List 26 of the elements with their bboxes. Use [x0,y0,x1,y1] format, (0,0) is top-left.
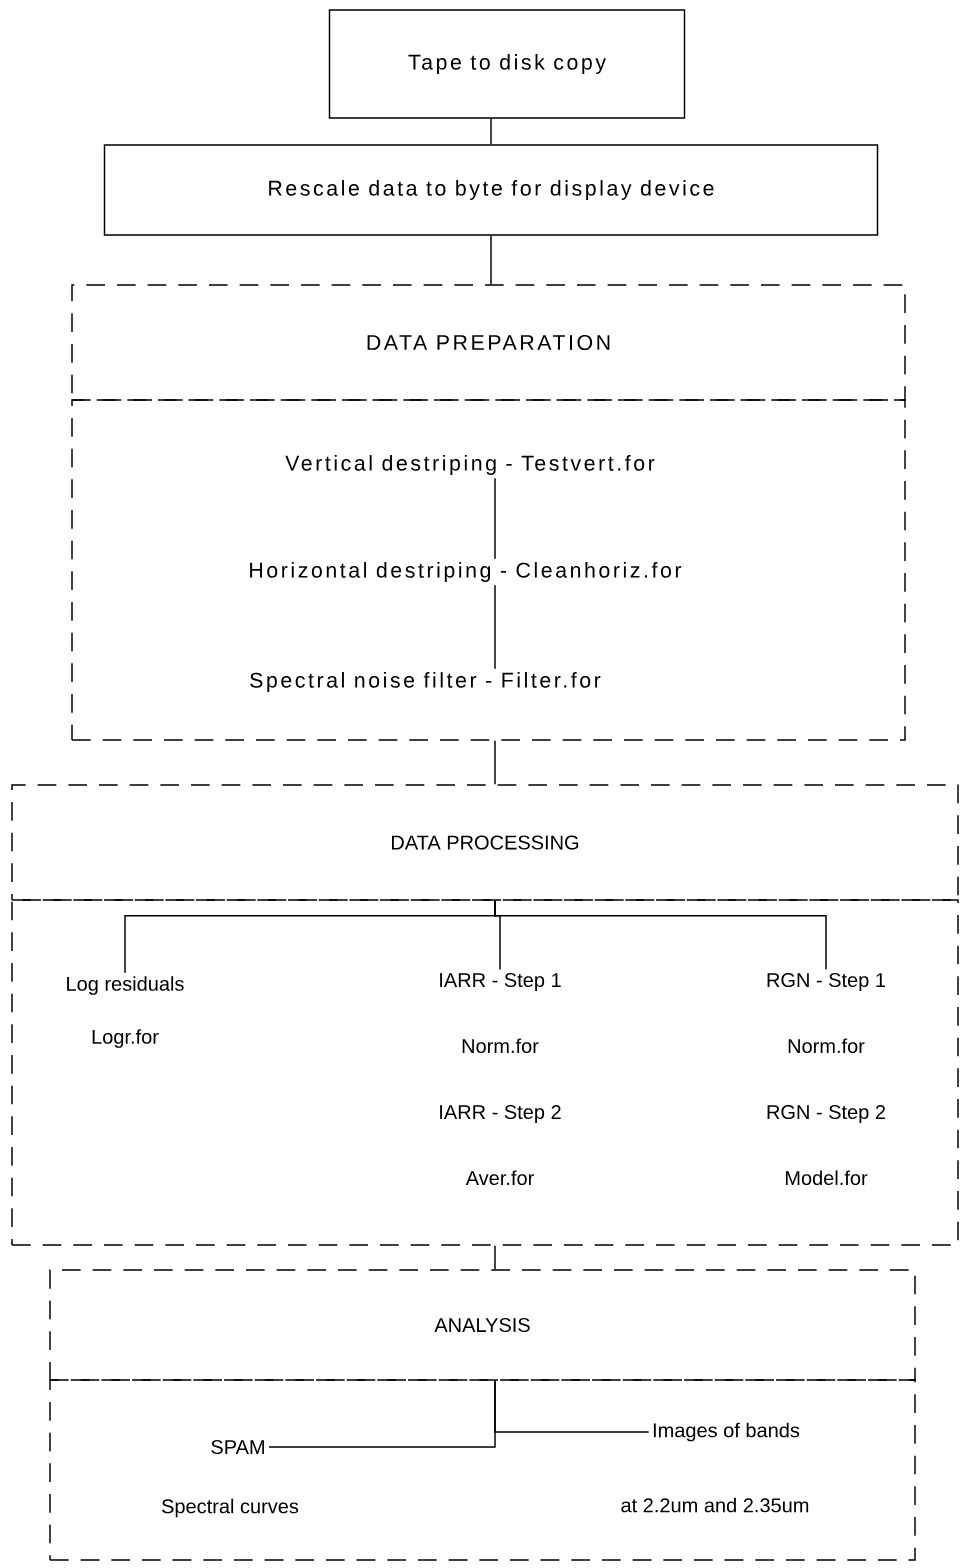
connector-line [494,477,496,560]
connector-line [494,740,496,785]
connector-line [494,1380,650,1433]
note-label: at 2.2um and 2.35um [621,1497,809,1513]
connector-line [494,1245,496,1270]
connector-line [494,900,827,971]
step-label: Images of bands [653,1422,800,1442]
step-label: Log residuals Logr.for [67,976,184,1048]
dashed-panel [71,399,906,741]
process-box: Tape to disk copy [328,9,686,119]
connector-line [490,118,492,145]
dashed-panel [11,899,959,1246]
connector-line [494,584,496,670]
dashed-panel: DATA PREPARATION [71,284,906,401]
step-label: RGN - Step 1 Norm.for RGN - Step 2 Model.for [767,972,885,1186]
connector-line [490,235,492,285]
step-label: Spectral noise filter - Filter.for [250,672,601,692]
step-label: Vertical destriping - Testvert.for [285,455,655,475]
dashed-panel: ANALYSIS [49,1269,916,1381]
dashed-panel [49,1379,916,1561]
step-label: IARR - Step 1 Norm.for IARR - Step 2 Aver.for [440,972,561,1186]
process-box: Rescale data to byte for display device [103,144,879,236]
step-label: Horizontal destriping - Cleanhoriz.for [250,562,682,582]
note-label: Spectral curves [162,1498,299,1518]
dashed-panel: DATA PROCESSING [11,784,959,901]
step-label: SPAM [211,1439,264,1455]
